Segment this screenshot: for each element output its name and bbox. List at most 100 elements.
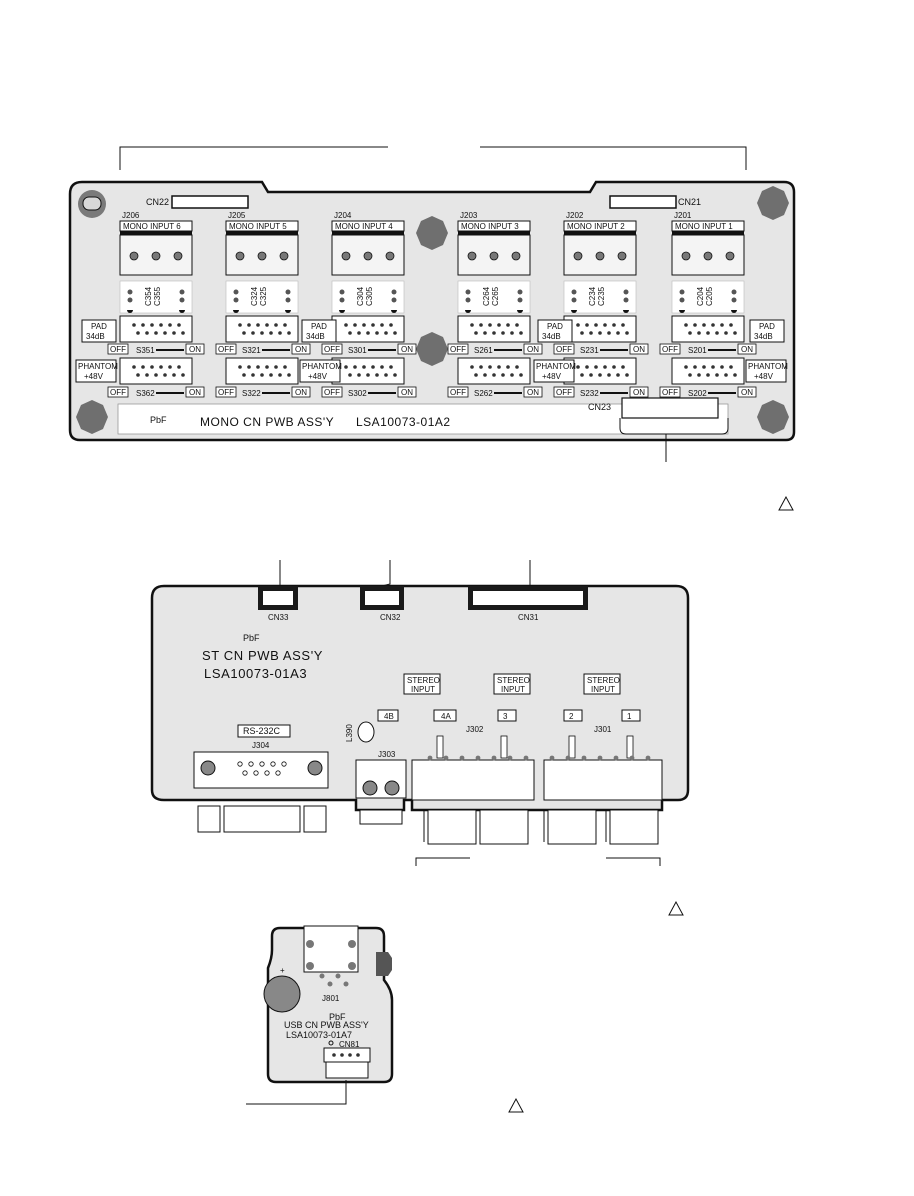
channel-number-label: 3 xyxy=(503,712,508,721)
pad-switch-ref: S321 xyxy=(242,346,261,355)
switch-pin xyxy=(612,323,616,327)
xlr-pin xyxy=(279,251,289,261)
off-tag: OFF xyxy=(218,388,234,397)
switch-pin xyxy=(357,373,361,377)
j801-tab-4 xyxy=(348,962,356,970)
switch-pin xyxy=(693,365,697,369)
capacitor-polarity-mark xyxy=(571,310,577,313)
switch-pin xyxy=(344,365,348,369)
switch-pin xyxy=(621,365,625,369)
stereo-input-line1: STEREO xyxy=(497,676,530,685)
j801-tab-2 xyxy=(348,940,356,948)
jack-top-band xyxy=(458,231,530,235)
stereo-jack-body xyxy=(609,809,659,845)
cn81-leader xyxy=(246,1080,347,1105)
switch-pin xyxy=(474,373,478,377)
mono-pbf: PbF xyxy=(150,415,167,425)
off-tag-box xyxy=(553,343,575,355)
jack-pad xyxy=(645,755,651,761)
phantom-tag-line1: PHANTOM xyxy=(302,362,342,371)
off-tag-box xyxy=(447,343,469,355)
switch-pin xyxy=(510,331,514,335)
on-tag-box xyxy=(523,343,543,355)
jack-ref-label: J201 xyxy=(674,211,692,220)
warning-triangle-icon xyxy=(778,495,794,511)
switch-pin xyxy=(132,365,136,369)
capacitor-polarity-mark xyxy=(391,310,397,313)
jack-pad xyxy=(565,755,571,761)
switch-pin xyxy=(688,373,692,377)
solder-pad xyxy=(679,289,685,295)
st-bottom-bracket-left xyxy=(415,857,470,866)
on-tag-box xyxy=(737,386,757,398)
jack-ref-label: J205 xyxy=(228,211,246,220)
solder-pad xyxy=(127,297,133,303)
off-tag-box xyxy=(659,386,681,398)
xlr-pin xyxy=(573,251,583,261)
l390-coil xyxy=(357,721,375,743)
capacitor-ref-label: C235 xyxy=(597,286,606,306)
switch-pin xyxy=(589,373,593,377)
switch-pin xyxy=(150,323,154,327)
switch-pin xyxy=(357,331,361,335)
switch-pin xyxy=(260,373,264,377)
switch-pin xyxy=(393,331,397,335)
switch-pin xyxy=(594,365,598,369)
on-tag-box xyxy=(291,343,311,355)
xlr-pin xyxy=(363,251,373,261)
dsub-pin xyxy=(264,770,270,776)
switch-pin xyxy=(251,331,255,335)
solder-pad xyxy=(571,297,577,303)
on-tag-box xyxy=(629,386,649,398)
cn32-label: CN32 xyxy=(380,613,401,622)
j303-body-lower xyxy=(359,809,403,825)
phantom-tag-line2: +48V xyxy=(84,372,104,381)
off-tag-box xyxy=(215,343,237,355)
jack-terminal xyxy=(436,735,444,759)
j303-pad-left xyxy=(362,780,378,796)
cn22-connector xyxy=(171,195,249,209)
switch-pin xyxy=(580,373,584,377)
jack-pad xyxy=(581,755,587,761)
j801-pin-4 xyxy=(343,981,349,987)
switch-pin xyxy=(576,323,580,327)
solder-pad xyxy=(179,297,185,303)
switch-pin xyxy=(585,323,589,327)
capacitor-area xyxy=(225,280,299,314)
j304-leg-left xyxy=(197,805,221,833)
switch-pin xyxy=(519,373,523,377)
switch-pin xyxy=(265,323,269,327)
on-tag-box xyxy=(397,343,417,355)
switch-pin xyxy=(711,365,715,369)
stereo-input-line1: STEREO xyxy=(587,676,620,685)
switch-pin xyxy=(380,365,384,369)
stereo-jack-body xyxy=(427,809,477,845)
xlr-pin xyxy=(129,251,139,261)
mounting-hole-br xyxy=(757,400,789,434)
switch-pin xyxy=(497,365,501,369)
pad-tag-box xyxy=(81,319,117,343)
switch-pin xyxy=(684,323,688,327)
switch-pin xyxy=(154,331,158,335)
usb-board-outline xyxy=(266,926,394,1084)
mono-board-part-no: LSA10073-01A2 xyxy=(356,415,451,429)
switch-pin xyxy=(344,323,348,327)
switch-pin xyxy=(470,323,474,327)
pad-tag-line1: PAD xyxy=(311,322,327,331)
phantom-switch-ref: S302 xyxy=(348,389,367,398)
capacitor-ref-label: C325 xyxy=(259,286,268,306)
switch-pin xyxy=(501,373,505,377)
switch-pin xyxy=(483,331,487,335)
on-tag: ON xyxy=(741,388,753,397)
dsub-pin xyxy=(242,770,248,776)
j801-label: J801 xyxy=(322,994,340,1003)
jack-pad xyxy=(629,755,635,761)
switch-pin xyxy=(163,373,167,377)
switch-pin xyxy=(492,373,496,377)
pad-tag-box xyxy=(749,319,785,343)
